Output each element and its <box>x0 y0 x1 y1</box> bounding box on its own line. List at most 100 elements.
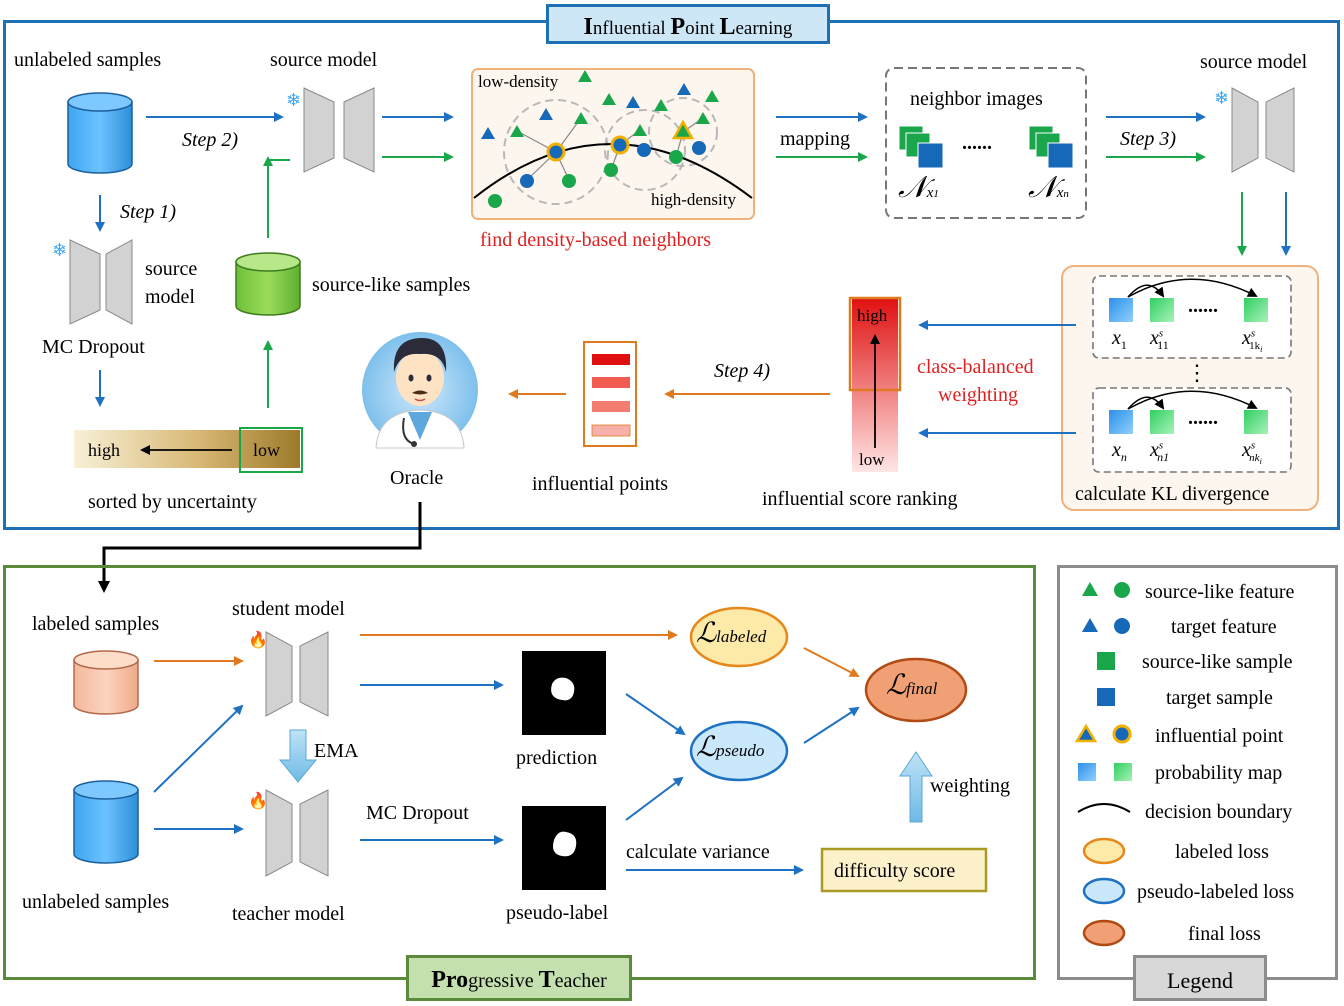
step1-label: Step 1) <box>120 201 177 223</box>
neighbor-images-box <box>885 67 1087 219</box>
find-neighbors-label: find density-based neighbors <box>480 229 712 251</box>
legend-item-final-loss: final loss <box>1188 923 1261 945</box>
ema-arrow <box>278 729 318 783</box>
step4-label: Step 4) <box>714 360 771 382</box>
kl-xn1s: xsn1 <box>1150 439 1170 464</box>
mc-dropout-bottom-label: MC Dropout <box>366 802 469 824</box>
pseudolabel-to-pseudo-loss-arrow <box>625 776 684 821</box>
student-model-label: student model <box>232 598 345 620</box>
weighting-arrow <box>899 751 933 823</box>
uncertainty-bar <box>74 427 303 473</box>
student-model-icon <box>265 631 329 717</box>
snowflake-icon: ❄ <box>52 240 67 260</box>
influential-score-ranking-label: influential score ranking <box>762 488 958 510</box>
pseudo-loss-ellipse <box>689 720 789 782</box>
unlabeled-samples-label: unlabeled samples <box>14 49 162 71</box>
source-model-2-label-b: model <box>145 286 195 308</box>
source-model-1-label: source model <box>270 49 378 71</box>
high-density-label: high-density <box>651 190 736 209</box>
uncertainty-low-label: low <box>253 440 280 460</box>
prediction-label: prediction <box>516 747 598 769</box>
kl-dots-1: ...... <box>1188 295 1218 317</box>
low-density-label: low-density <box>478 72 559 91</box>
influential-score-ranking-bar <box>848 296 902 472</box>
kl-dots-2: ...... <box>1188 407 1218 429</box>
mc-dropout-label: MC Dropout <box>42 336 145 358</box>
rank-high-label: high <box>857 306 888 325</box>
kl-divergence-box <box>1061 265 1319 511</box>
legend-item-source-like-sample: source-like sample <box>1142 651 1293 673</box>
class-balanced-label-2: weighting <box>938 384 1018 406</box>
oracle-label: Oracle <box>390 467 444 489</box>
kl-vdots: ⋮ <box>1186 360 1208 385</box>
neighbor-set-1: 𝒩x1 <box>898 171 939 204</box>
oracle-to-labeled-arrow <box>98 502 422 593</box>
legend-item-target-sample: target sample <box>1166 687 1273 709</box>
legend-item-probability-map: probability map <box>1155 762 1283 784</box>
legend-markers <box>1074 582 1132 947</box>
source-like-samples-cylinder <box>235 252 301 316</box>
pseudo-label-image <box>522 806 606 890</box>
kl-xnks: xsnki <box>1242 439 1262 467</box>
difficulty-score-label: difficulty score <box>834 860 956 882</box>
legend-item-target-feature: target feature <box>1171 616 1277 638</box>
neighbor-set-n: 𝒩xn <box>1028 171 1069 204</box>
legend-item-decision-boundary: decision boundary <box>1145 801 1293 823</box>
teacher-model-label: teacher model <box>232 903 345 925</box>
legend-item-labeled-loss: labeled loss <box>1175 841 1269 863</box>
source-model-2-label-a: source <box>145 258 198 280</box>
legend-item-influential-point: influential point <box>1155 725 1284 747</box>
feature-space-box <box>471 68 755 220</box>
snowflake-icon: ❄ <box>286 90 301 110</box>
ema-label: EMA <box>314 740 359 762</box>
legend-item-source-like-feature: source-like feature <box>1145 581 1295 603</box>
teacher-model-icon <box>265 789 329 877</box>
unlabeled-samples-bottom-label: unlabeled samples <box>22 891 170 913</box>
pseudo-loss-label: ℒpseudo <box>696 732 765 763</box>
source-model-1-icon <box>303 87 375 173</box>
neighbor-images-label: neighbor images <box>910 88 1043 110</box>
fire-icon: 🔥 <box>248 791 268 810</box>
rank-low-label: low <box>859 450 885 469</box>
legend-title: Legend <box>1133 955 1267 1001</box>
influential-points-list <box>583 341 637 447</box>
source-like-samples-label: source-like samples <box>312 274 471 296</box>
final-loss-label: ℒfinal <box>886 670 938 701</box>
kl-x1: x1 <box>1112 327 1127 352</box>
calc-variance-label: calculate variance <box>626 841 770 863</box>
unlabeled-samples-cylinder-bottom <box>73 780 139 864</box>
source-model-2-icon <box>69 239 133 325</box>
prediction-image <box>522 651 606 735</box>
unlabeled-to-student-arrow <box>153 704 244 793</box>
fire-icon: 🔥 <box>248 630 268 649</box>
step2-label: Step 2) <box>182 129 239 151</box>
influential-points-label: influential points <box>532 473 669 495</box>
snowflake-icon: ❄ <box>1214 88 1229 108</box>
labeled-loss-ellipse <box>689 606 789 668</box>
pseudo-label-label: pseudo-label <box>506 902 609 924</box>
kl-x1ks: xs1ki <box>1242 327 1263 355</box>
pseudo-to-final-arrow <box>803 706 860 744</box>
labeled-to-final-arrow <box>803 647 860 677</box>
step3-label: Step 3) <box>1120 128 1177 150</box>
uncertainty-high-label: high <box>88 440 121 460</box>
panel-title-pt: Progressive Teacher <box>406 955 632 1001</box>
final-loss-ellipse <box>864 657 968 723</box>
difficulty-score-box <box>820 847 988 893</box>
weighting-label: weighting <box>930 775 1010 797</box>
class-balanced-label-1: class-balanced <box>917 356 1034 378</box>
labeled-samples-label: labeled samples <box>32 613 160 635</box>
labeled-loss-label: ℒlabeled <box>696 618 767 649</box>
neighbor-dots: ...... <box>962 132 992 154</box>
mapping-label: mapping <box>780 128 850 150</box>
panel-title-ipl: Influential Point Learning <box>546 4 830 44</box>
labeled-samples-cylinder <box>73 650 139 715</box>
unlabeled-samples-cylinder <box>67 92 133 174</box>
source-model-3-icon <box>1231 87 1295 173</box>
prediction-to-pseudo-loss-arrow <box>625 693 686 736</box>
kl-xn: xn <box>1112 439 1127 464</box>
calc-kl-label: calculate KL divergence <box>1075 483 1270 505</box>
kl-x11s: xs11 <box>1150 327 1169 352</box>
legend-item-pseudo-labeled-loss: pseudo-labeled loss <box>1137 881 1295 903</box>
